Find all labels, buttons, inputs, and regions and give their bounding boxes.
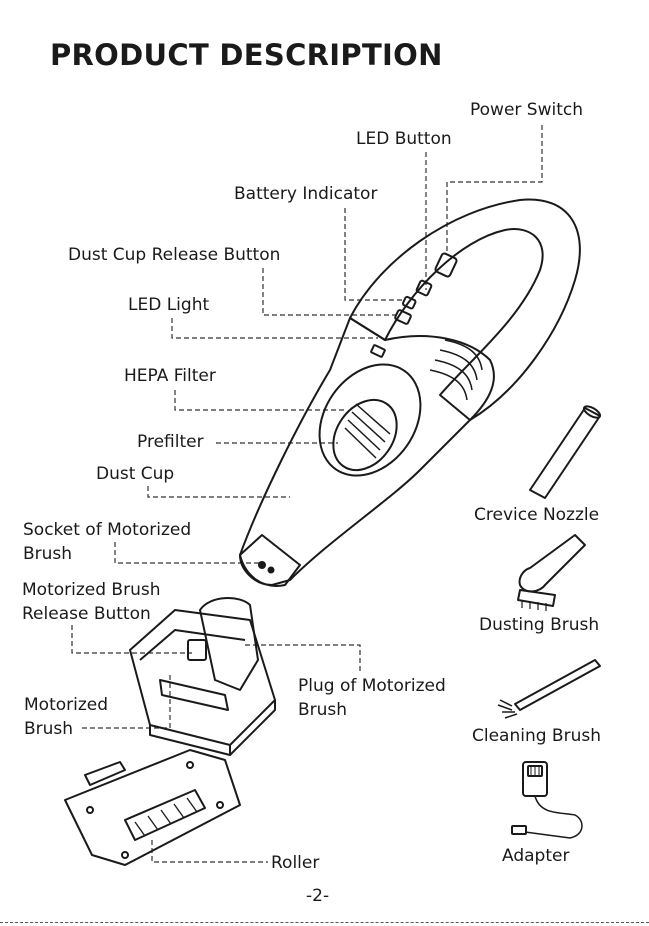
crevice-nozzle-drawing bbox=[530, 404, 602, 498]
label-led-light: LED Light bbox=[128, 294, 209, 316]
label-cleaning-brush: Cleaning Brush bbox=[472, 725, 601, 747]
label-dust-cup-release-button: Dust Cup Release Button bbox=[68, 244, 280, 266]
label-roller: Roller bbox=[271, 852, 319, 874]
label-socket-line1: Socket of Motorized bbox=[23, 518, 191, 542]
label-mb-release-line2: Release Button bbox=[22, 602, 160, 626]
label-dust-cup: Dust Cup bbox=[96, 463, 174, 485]
label-power-switch: Power Switch bbox=[470, 99, 583, 121]
bottom-divider bbox=[0, 922, 649, 923]
page-number: -2- bbox=[306, 886, 329, 906]
cleaning-brush-drawing bbox=[498, 660, 600, 718]
label-mb-release-line1: Motorized Brush bbox=[22, 578, 160, 602]
label-motorized-brush: Motorized Brush bbox=[24, 693, 108, 741]
dusting-brush-drawing bbox=[518, 535, 585, 611]
label-socket: Socket of Motorized Brush bbox=[23, 518, 191, 566]
label-plug-line1: Plug of Motorized bbox=[298, 674, 446, 698]
label-crevice-nozzle: Crevice Nozzle bbox=[474, 504, 599, 526]
label-motorized-brush-line2: Brush bbox=[24, 717, 108, 741]
label-motorized-brush-line1: Motorized bbox=[24, 693, 108, 717]
label-prefilter: Prefilter bbox=[137, 431, 204, 453]
brush-bottom-drawing bbox=[65, 750, 240, 865]
adapter-drawing bbox=[512, 762, 582, 838]
label-mb-release-button: Motorized Brush Release Button bbox=[22, 578, 160, 626]
label-plug: Plug of Motorized Brush bbox=[298, 674, 446, 722]
label-plug-line2: Brush bbox=[298, 698, 446, 722]
leader-lines bbox=[72, 125, 542, 862]
label-dusting-brush: Dusting Brush bbox=[479, 614, 599, 636]
label-led-button: LED Button bbox=[356, 128, 452, 150]
vacuum-body bbox=[240, 200, 580, 586]
label-socket-line2: Brush bbox=[23, 542, 191, 566]
label-adapter: Adapter bbox=[502, 845, 569, 867]
label-hepa-filter: HEPA Filter bbox=[124, 365, 216, 387]
label-battery-indicator: Battery Indicator bbox=[234, 183, 377, 205]
